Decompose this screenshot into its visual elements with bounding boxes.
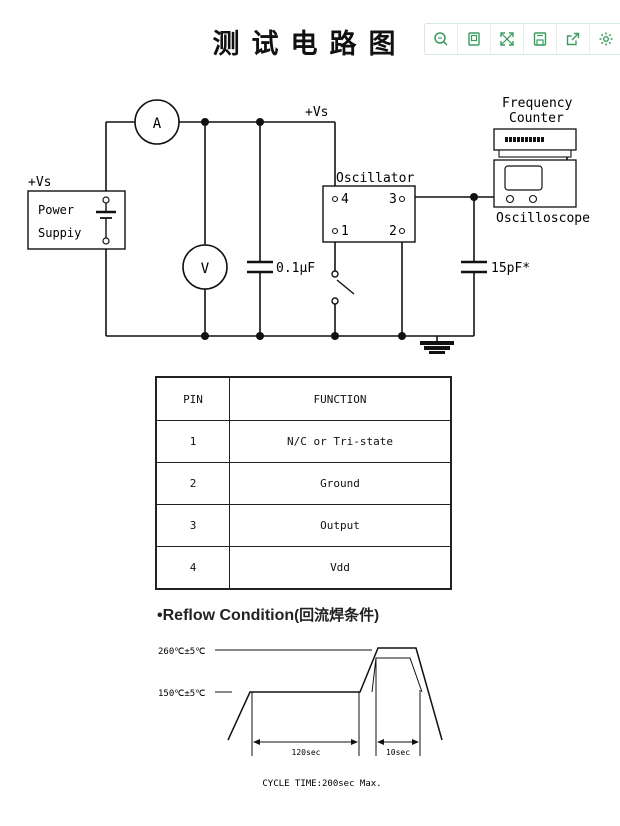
- test-circuit-diagram: A V +Vs Power Suppiy 0.1μF 15pF* Oscilla…: [27, 96, 590, 354]
- oscilloscope-knob-left: [505, 194, 515, 204]
- pin-cell: 4: [155, 546, 230, 590]
- oscillator-pin2: 2: [389, 224, 397, 239]
- power-label-line1: Power: [38, 203, 74, 217]
- function-cell: Ground: [229, 462, 452, 505]
- table-header-row: PIN FUNCTION: [155, 376, 452, 421]
- pin-cell: 3: [155, 504, 230, 547]
- reflow-title-cn: (回流焊条件): [294, 607, 380, 624]
- oscilloscope-label: Oscilloscope: [496, 211, 590, 226]
- pin-function-table: PIN FUNCTION 1 N/C or Tri-state 2 Ground…: [155, 376, 452, 590]
- cycle-time-label: CYCLE TIME:200sec Max.: [262, 779, 381, 789]
- settings-button[interactable]: [590, 24, 620, 54]
- voltmeter-label: V: [201, 261, 210, 277]
- battery-symbol: [96, 196, 116, 245]
- capacitor-0-1uf-label: 0.1μF: [276, 261, 315, 276]
- power-supply-box: [27, 190, 126, 250]
- reflow-condition-title: •Reflow Condition(回流焊条件): [157, 604, 379, 625]
- oscillator-pin4: 4: [341, 192, 349, 207]
- function-cell: Vdd: [229, 546, 452, 590]
- capacitor-15pf: [461, 260, 487, 274]
- junction-dots: [201, 118, 478, 340]
- reflow-bullet: •: [157, 607, 163, 624]
- expand-icon: [500, 32, 514, 46]
- reflow-profile-diagram: 260℃±5℃ 150℃±5℃ 120sec 10sec CYCLE TIME:…: [158, 647, 443, 789]
- freq-counter-label-line2: Counter: [509, 111, 564, 126]
- oscillator-pin3: 3: [389, 192, 397, 207]
- copy-button[interactable]: [458, 24, 491, 54]
- oscilloscope-knob-right: [528, 194, 538, 204]
- vs-left-label: +Vs: [28, 175, 51, 190]
- table-row: 3 Output: [155, 504, 452, 547]
- pin-column-header: PIN: [155, 376, 230, 421]
- power-label-line2: Suppiy: [38, 226, 81, 240]
- peak-temp-label: 260℃±5℃: [158, 647, 205, 657]
- reflow-profile-curve: [227, 647, 443, 741]
- oscillator-pin1: 1: [341, 224, 349, 239]
- freq-counter-base: [498, 149, 572, 158]
- pin-cell: 2: [155, 462, 230, 505]
- reflow-title-en: Reflow Condition: [162, 607, 295, 624]
- function-column-header: FUNCTION: [229, 376, 452, 421]
- share-button[interactable]: [557, 24, 590, 54]
- table-row: 4 Vdd: [155, 546, 452, 590]
- page-title: 测试电路图: [212, 29, 408, 60]
- preheat-time-label: 120sec: [292, 748, 321, 757]
- copy-icon: [468, 32, 480, 46]
- peak-time-label: 10sec: [386, 748, 410, 757]
- vs-top-label: +Vs: [305, 105, 328, 120]
- oscillator-label: Oscillator: [336, 171, 414, 186]
- gear-icon: [599, 32, 613, 46]
- preheat-temp-label: 150℃±5℃: [158, 689, 205, 699]
- save-button[interactable]: [524, 24, 557, 54]
- voltmeter-symbol: [182, 244, 228, 290]
- ammeter-symbol: [134, 99, 180, 145]
- table-row: 2 Ground: [155, 462, 452, 505]
- search-button[interactable]: [425, 24, 458, 54]
- expand-button[interactable]: [491, 24, 524, 54]
- function-cell: Output: [229, 504, 452, 547]
- capacitor-15pf-label: 15pF*: [491, 261, 530, 276]
- pin-cell: 1: [155, 420, 230, 463]
- toolbar: [424, 23, 620, 55]
- switch-symbol: [331, 270, 355, 305]
- freq-counter-display: [505, 137, 544, 142]
- table-row: 1 N/C or Tri-state: [155, 420, 452, 463]
- ammeter-label: A: [153, 116, 162, 132]
- search-icon: [434, 32, 448, 46]
- function-cell: N/C or Tri-state: [229, 420, 452, 463]
- save-icon: [533, 32, 547, 46]
- capacitor-0-1uf: [247, 260, 273, 274]
- freq-counter-label-line1: Frequency: [502, 96, 573, 111]
- oscilloscope-screen: [504, 165, 543, 191]
- ground-symbol: [420, 341, 454, 354]
- share-icon: [566, 32, 580, 46]
